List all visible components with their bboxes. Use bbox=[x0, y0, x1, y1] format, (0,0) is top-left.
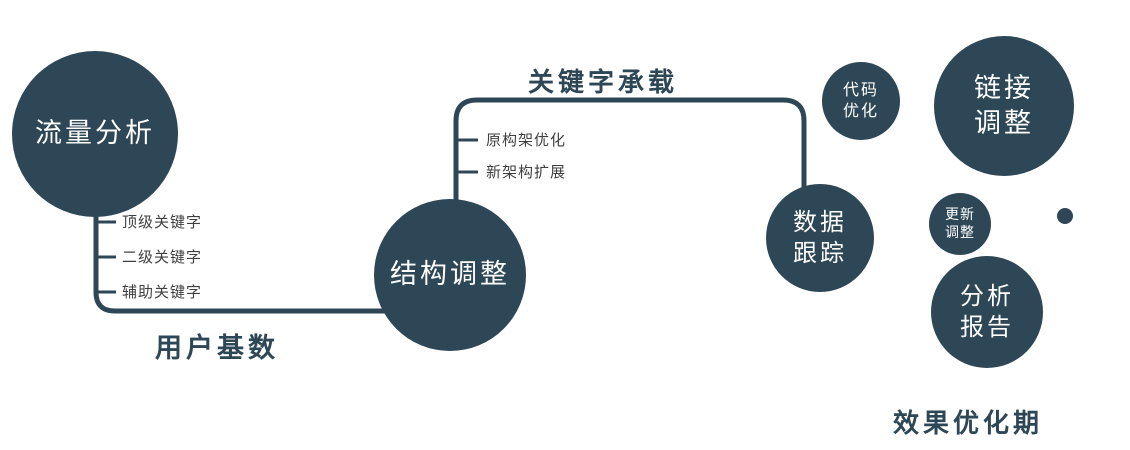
branch-label-new-architecture: 新架构扩展 bbox=[486, 163, 567, 181]
node-label-line1: 代码 bbox=[842, 80, 879, 100]
node-label-line2: 调整 bbox=[945, 225, 975, 241]
node-label-line2: 跟踪 bbox=[793, 239, 847, 267]
node-label-line1: 链接 bbox=[974, 72, 1034, 104]
footer-label-effect-optimization: 效果优化期 bbox=[893, 409, 1044, 439]
branch-label-top-keywords: 顶级关键字 bbox=[122, 213, 203, 231]
node-label-line1: 分析 bbox=[960, 281, 1014, 310]
node-traffic-analysis: 流量分析 bbox=[12, 51, 178, 217]
branch-label-original-architecture: 原构架优化 bbox=[486, 131, 567, 149]
node-label: 结构调整 bbox=[390, 259, 510, 291]
node-label: 流量分析 bbox=[35, 118, 155, 150]
node-label-line1: 数据 bbox=[793, 207, 847, 236]
node-label-line2: 调整 bbox=[974, 108, 1034, 139]
node-link-adjustment: 链接 调整 bbox=[934, 36, 1074, 176]
node-data-tracking: 数据 跟踪 bbox=[766, 184, 874, 292]
dot-node bbox=[1057, 208, 1073, 224]
node-label-line2: 优化 bbox=[842, 101, 879, 120]
edge-label-keyword-carry: 关键字承载 bbox=[528, 68, 679, 98]
edge-label-user-base: 用户基数 bbox=[155, 333, 279, 364]
node-structure-adjustment: 结构调整 bbox=[374, 199, 526, 351]
connector-structure-tracking bbox=[453, 97, 807, 215]
node-update-adjustment: 更新 调整 bbox=[929, 193, 991, 255]
node-label-line2: 报告 bbox=[960, 313, 1014, 341]
branch-label-auxiliary-keywords: 辅助关键字 bbox=[122, 283, 203, 301]
node-label-line1: 更新 bbox=[945, 206, 975, 223]
node-analysis-report: 分析 报告 bbox=[931, 256, 1043, 368]
branch-label-second-keywords: 二级关键字 bbox=[122, 248, 203, 266]
node-code-optimization: 代码 优化 bbox=[822, 62, 900, 140]
